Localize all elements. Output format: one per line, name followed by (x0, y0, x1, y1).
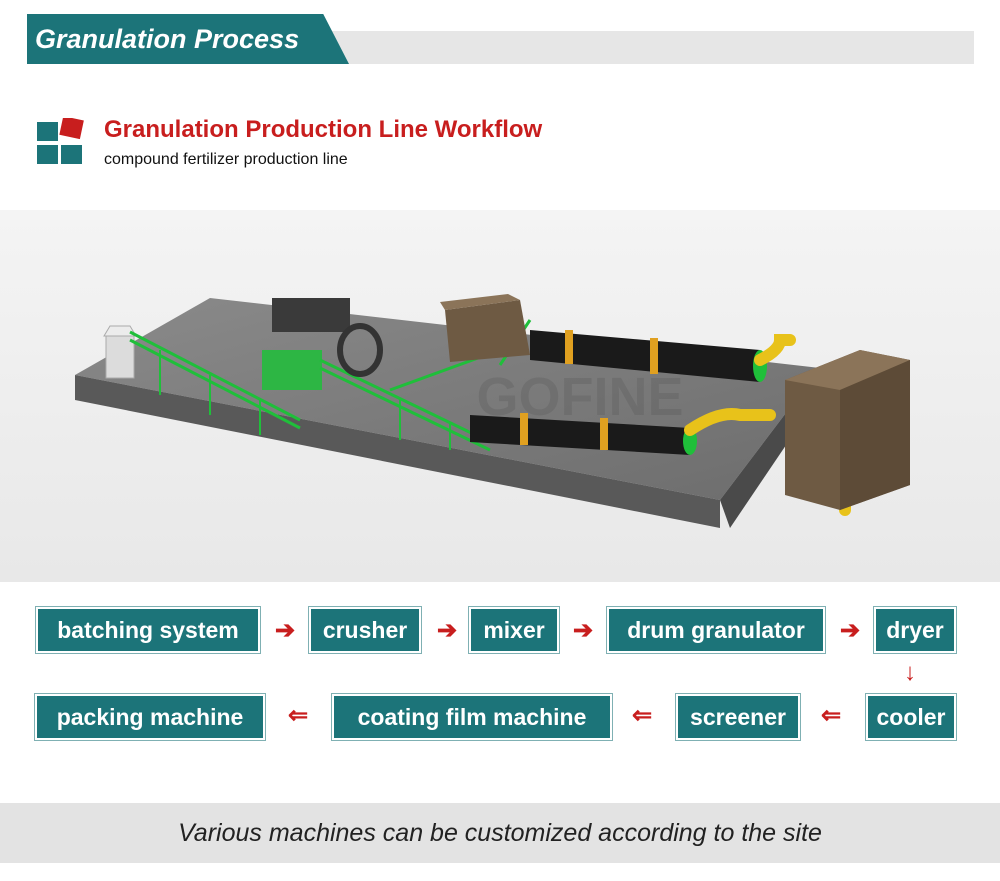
workflow-subtitle: compound fertilizer production line (104, 151, 348, 168)
arrow-right-icon: ➔ (437, 617, 458, 644)
batching-hopper (103, 325, 137, 379)
arrow-left-icon: ⇐ (821, 702, 842, 729)
conveyor-supports (159, 350, 451, 450)
step-crusher: crusher (311, 609, 419, 651)
footer-note: Various machines can be customized accor… (178, 818, 822, 847)
step-screener: screener (678, 696, 798, 738)
header-bar (300, 31, 974, 64)
arrow-right-icon: ➔ (275, 617, 296, 644)
workflow-title: Granulation Production Line Workflow (104, 116, 543, 143)
footer-bar: Various machines can be customized accor… (0, 803, 1000, 863)
step-coating-film-machine: coating film machine (334, 696, 610, 738)
section-banner: Granulation Process (27, 14, 349, 64)
dust-box-right (785, 350, 910, 510)
step-dryer: dryer (876, 609, 954, 651)
step-packing-machine: packing machine (37, 696, 263, 738)
logo-icon (37, 118, 84, 164)
section-title: Granulation Process (35, 24, 300, 54)
production-line-illustration: GOFINE (0, 210, 1000, 582)
cooler-drum (470, 413, 697, 455)
arrow-right-icon: ➔ (840, 617, 861, 644)
arrow-left-icon: ⇐ (632, 702, 653, 729)
watermark: GOFINE (476, 367, 683, 427)
storage-box-left (440, 294, 530, 362)
step-mixer: mixer (471, 609, 557, 651)
arrow-right-icon: ➔ (573, 617, 594, 644)
step-batching-system: batching system (38, 609, 258, 651)
arrow-left-icon: ⇐ (288, 702, 309, 729)
crusher-mixer (262, 298, 383, 390)
arrow-down-icon: ↓ (904, 659, 916, 686)
step-cooler: cooler (868, 696, 954, 738)
step-drum-granulator: drum granulator (609, 609, 823, 651)
